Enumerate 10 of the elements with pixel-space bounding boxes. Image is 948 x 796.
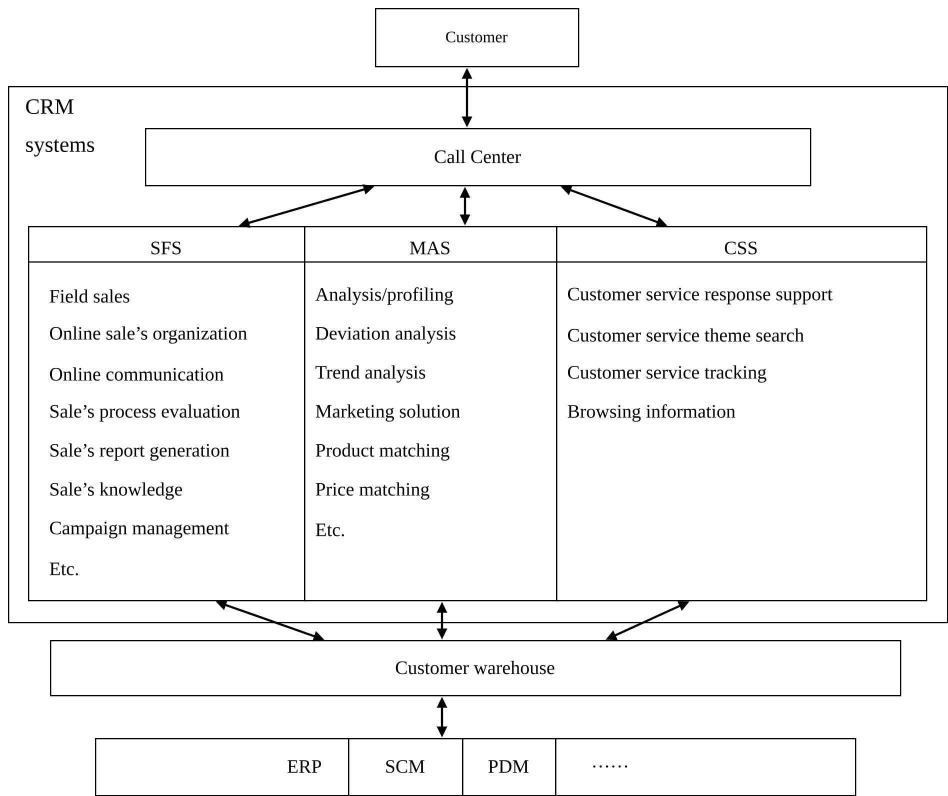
module-column: MAS Analysis/profiling Deviation analysis Trend analysis Marketing solution Product matching Price matching Etc. [304, 226, 558, 602]
database-box: Customer warehouse [50, 640, 902, 696]
system-cell: PDM [462, 738, 556, 796]
system-cell: SCM [348, 738, 464, 796]
system-cell: …… [555, 738, 856, 796]
module-column: CSS Customer service response support Customer service theme search Customer service tracking Browsing information [556, 226, 928, 602]
system-cell: ERP [95, 738, 350, 796]
process-box: Call Center [145, 128, 812, 186]
module-column: SFS Field sales Online sale’s organization Online communication Sale’s process evaluation Sale’s report generation Sale’s knowledge Campaign management Etc. [28, 226, 306, 602]
entity-box: Customer [375, 8, 580, 68]
